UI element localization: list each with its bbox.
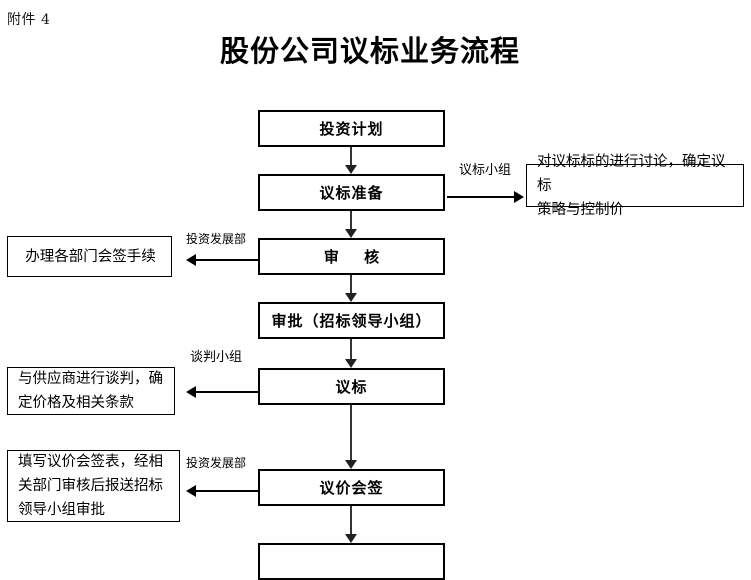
connector-label-investment-development-dept-countersign: 投资发展部 [186,232,247,246]
note-box-bid-negotiation-team: 对议标标的进行讨论，确定议标 策略与控制价 [526,154,744,218]
process-box-bid-negotiation-prep[interactable]: 议标准备 [258,174,445,211]
arrow-right-icon-prep-to-note [514,191,524,203]
connector-label-investment-development-dept-approval: 投资发展部 [186,456,247,470]
process-box-investment-plan[interactable]: 投资计划 [258,110,445,147]
note-line: 领导小组审批 [18,502,105,518]
connector-line-review-to-note-left [196,259,258,261]
connector-line-prep-to-review [350,211,352,231]
connector-line-approval-to-negotiation [350,339,352,361]
arrow-left-icon-negotiation-to-note [186,386,196,398]
arrow-down-icon-review-to-approval [345,293,357,302]
flowchart-canvas: 附件 4 股份公司议标业务流程 投资计划 议标准备 审 核 审批（招标领导小组）… [7,12,744,580]
note-line: 定价格及相关条款 [18,395,134,411]
connector-label-negotiation-team: 谈判小组 [190,350,243,365]
note-line: 关部门审核后报送招标 [18,478,163,494]
connector-line-prep-to-note-right [447,196,515,198]
arrow-down-icon-countersign-to-next [345,534,357,543]
connector-line-negotiation-to-countersign [350,405,352,462]
arrow-down-icon-negotiation-to-countersign [345,460,357,469]
connector-label-bid-negotiation-team: 议标小组 [459,163,512,178]
connector-line-plan-to-prep [350,147,352,167]
arrow-left-icon-countersign-to-note [186,485,196,497]
process-box-bid-negotiation[interactable]: 议标 [258,368,445,405]
attachment-label: 附件 4 [7,12,51,28]
arrow-down-icon-approval-to-negotiation [345,359,357,368]
arrow-left-icon-review-to-note [186,254,196,266]
page-title: 股份公司议标业务流程 [219,34,520,68]
process-box-price-countersign[interactable]: 议价会签 [258,469,445,506]
connector-line-countersign-to-note-left [196,490,258,492]
note-box-supplier-negotiation: 与供应商进行谈判，确 定价格及相关条款 [7,367,175,415]
connector-line-negotiation-to-note-left [196,391,258,393]
note-line: 办理各部门会签手续 [25,248,156,265]
arrow-down-icon-plan-to-prep [345,165,357,174]
note-line: 填写议价会签表，经相 [18,454,163,470]
note-box-price-countersign-form: 填写议价会签表，经相 关部门审核后报送招标 领导小组审批 [7,450,180,522]
note-box-department-countersign: 办理各部门会签手续 [7,236,172,277]
process-box-approval[interactable]: 审批（招标领导小组） [258,302,445,339]
arrow-down-icon-prep-to-review [345,229,357,238]
note-line: 对议标标的进行讨论，确定议标 [537,153,726,194]
process-box-review[interactable]: 审 核 [258,238,445,275]
connector-line-review-to-approval [350,275,352,295]
connector-line-countersign-to-next [350,506,352,536]
note-line: 与供应商进行谈判，确 [18,371,163,387]
note-line: 策略与控制价 [537,201,624,218]
